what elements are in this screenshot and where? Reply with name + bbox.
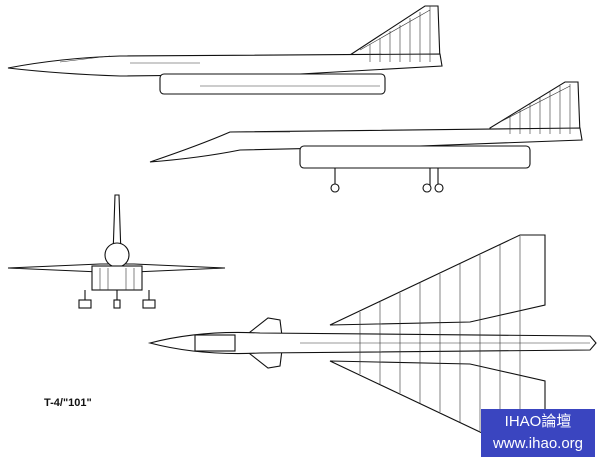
- side-view-cruise: [7, 5, 443, 95]
- side-view-landing: [149, 81, 583, 193]
- watermark-url: www.ihao.org: [492, 435, 584, 452]
- watermark-title: IHAO論壇: [504, 413, 572, 430]
- front-view: [7, 194, 226, 309]
- watermark: IHAO論壇 www.ihao.org: [481, 409, 595, 457]
- aircraft-designation-label: T-4/"101": [44, 397, 92, 409]
